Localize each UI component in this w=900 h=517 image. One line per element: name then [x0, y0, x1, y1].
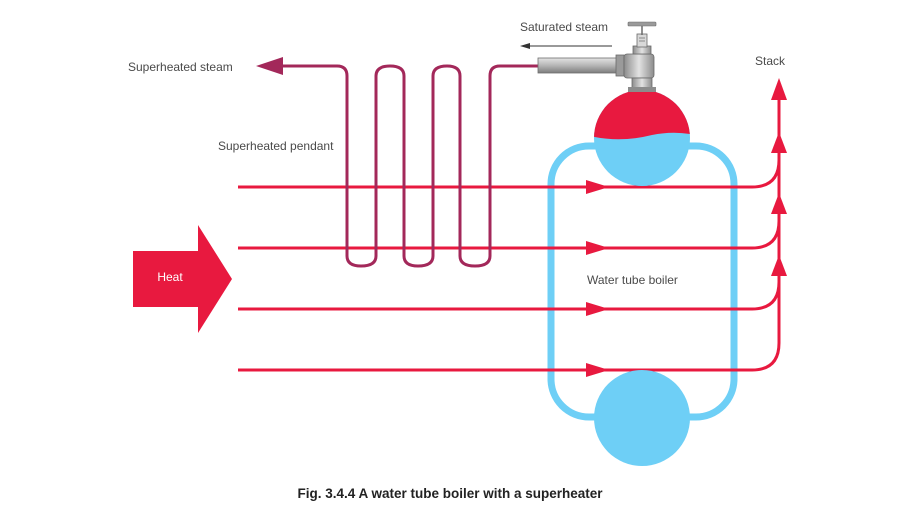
flue-gas-line-2 — [238, 220, 781, 250]
saturated-steam-label: Saturated steam — [520, 20, 608, 34]
stack-arrow-up-2 — [771, 193, 787, 214]
flue-gas-line-3 — [238, 281, 781, 311]
water-tube-boiler-label: Water tube boiler — [587, 273, 678, 287]
heat-label: Heat — [157, 270, 183, 284]
flue-gas-line-1 — [238, 159, 781, 189]
pipe-flange — [615, 54, 625, 77]
saturated-steam-arrow — [520, 43, 612, 49]
stack-arrow-up-top — [771, 78, 787, 100]
flue-gas-arrowheads — [586, 78, 787, 377]
heat-arrow-icon — [133, 225, 232, 333]
superheater-pendant-tube — [280, 64, 538, 268]
superheated-pendant-label: Superheated pendant — [218, 139, 334, 153]
mud-drum — [594, 370, 690, 466]
stack-arrow-up-3 — [771, 255, 787, 276]
figure-caption: Fig. 3.4.4 A water tube boiler with a su… — [297, 486, 603, 501]
flue-gas-lines — [238, 95, 781, 372]
steam-drum — [594, 90, 690, 186]
flow-arrow-right-1 — [586, 180, 609, 194]
flue-gas-line-4 — [238, 342, 781, 372]
stack-arrow-up-1 — [771, 132, 787, 153]
flow-arrow-right-4 — [586, 363, 609, 377]
superheated-steam-arrowhead — [256, 57, 283, 75]
steam-valve-icon — [623, 21, 657, 92]
superheated-steam-label: Superheated steam — [128, 60, 233, 74]
flow-arrow-right-3 — [586, 302, 609, 316]
flow-arrow-right-2 — [586, 241, 609, 255]
stack-label: Stack — [755, 54, 786, 68]
